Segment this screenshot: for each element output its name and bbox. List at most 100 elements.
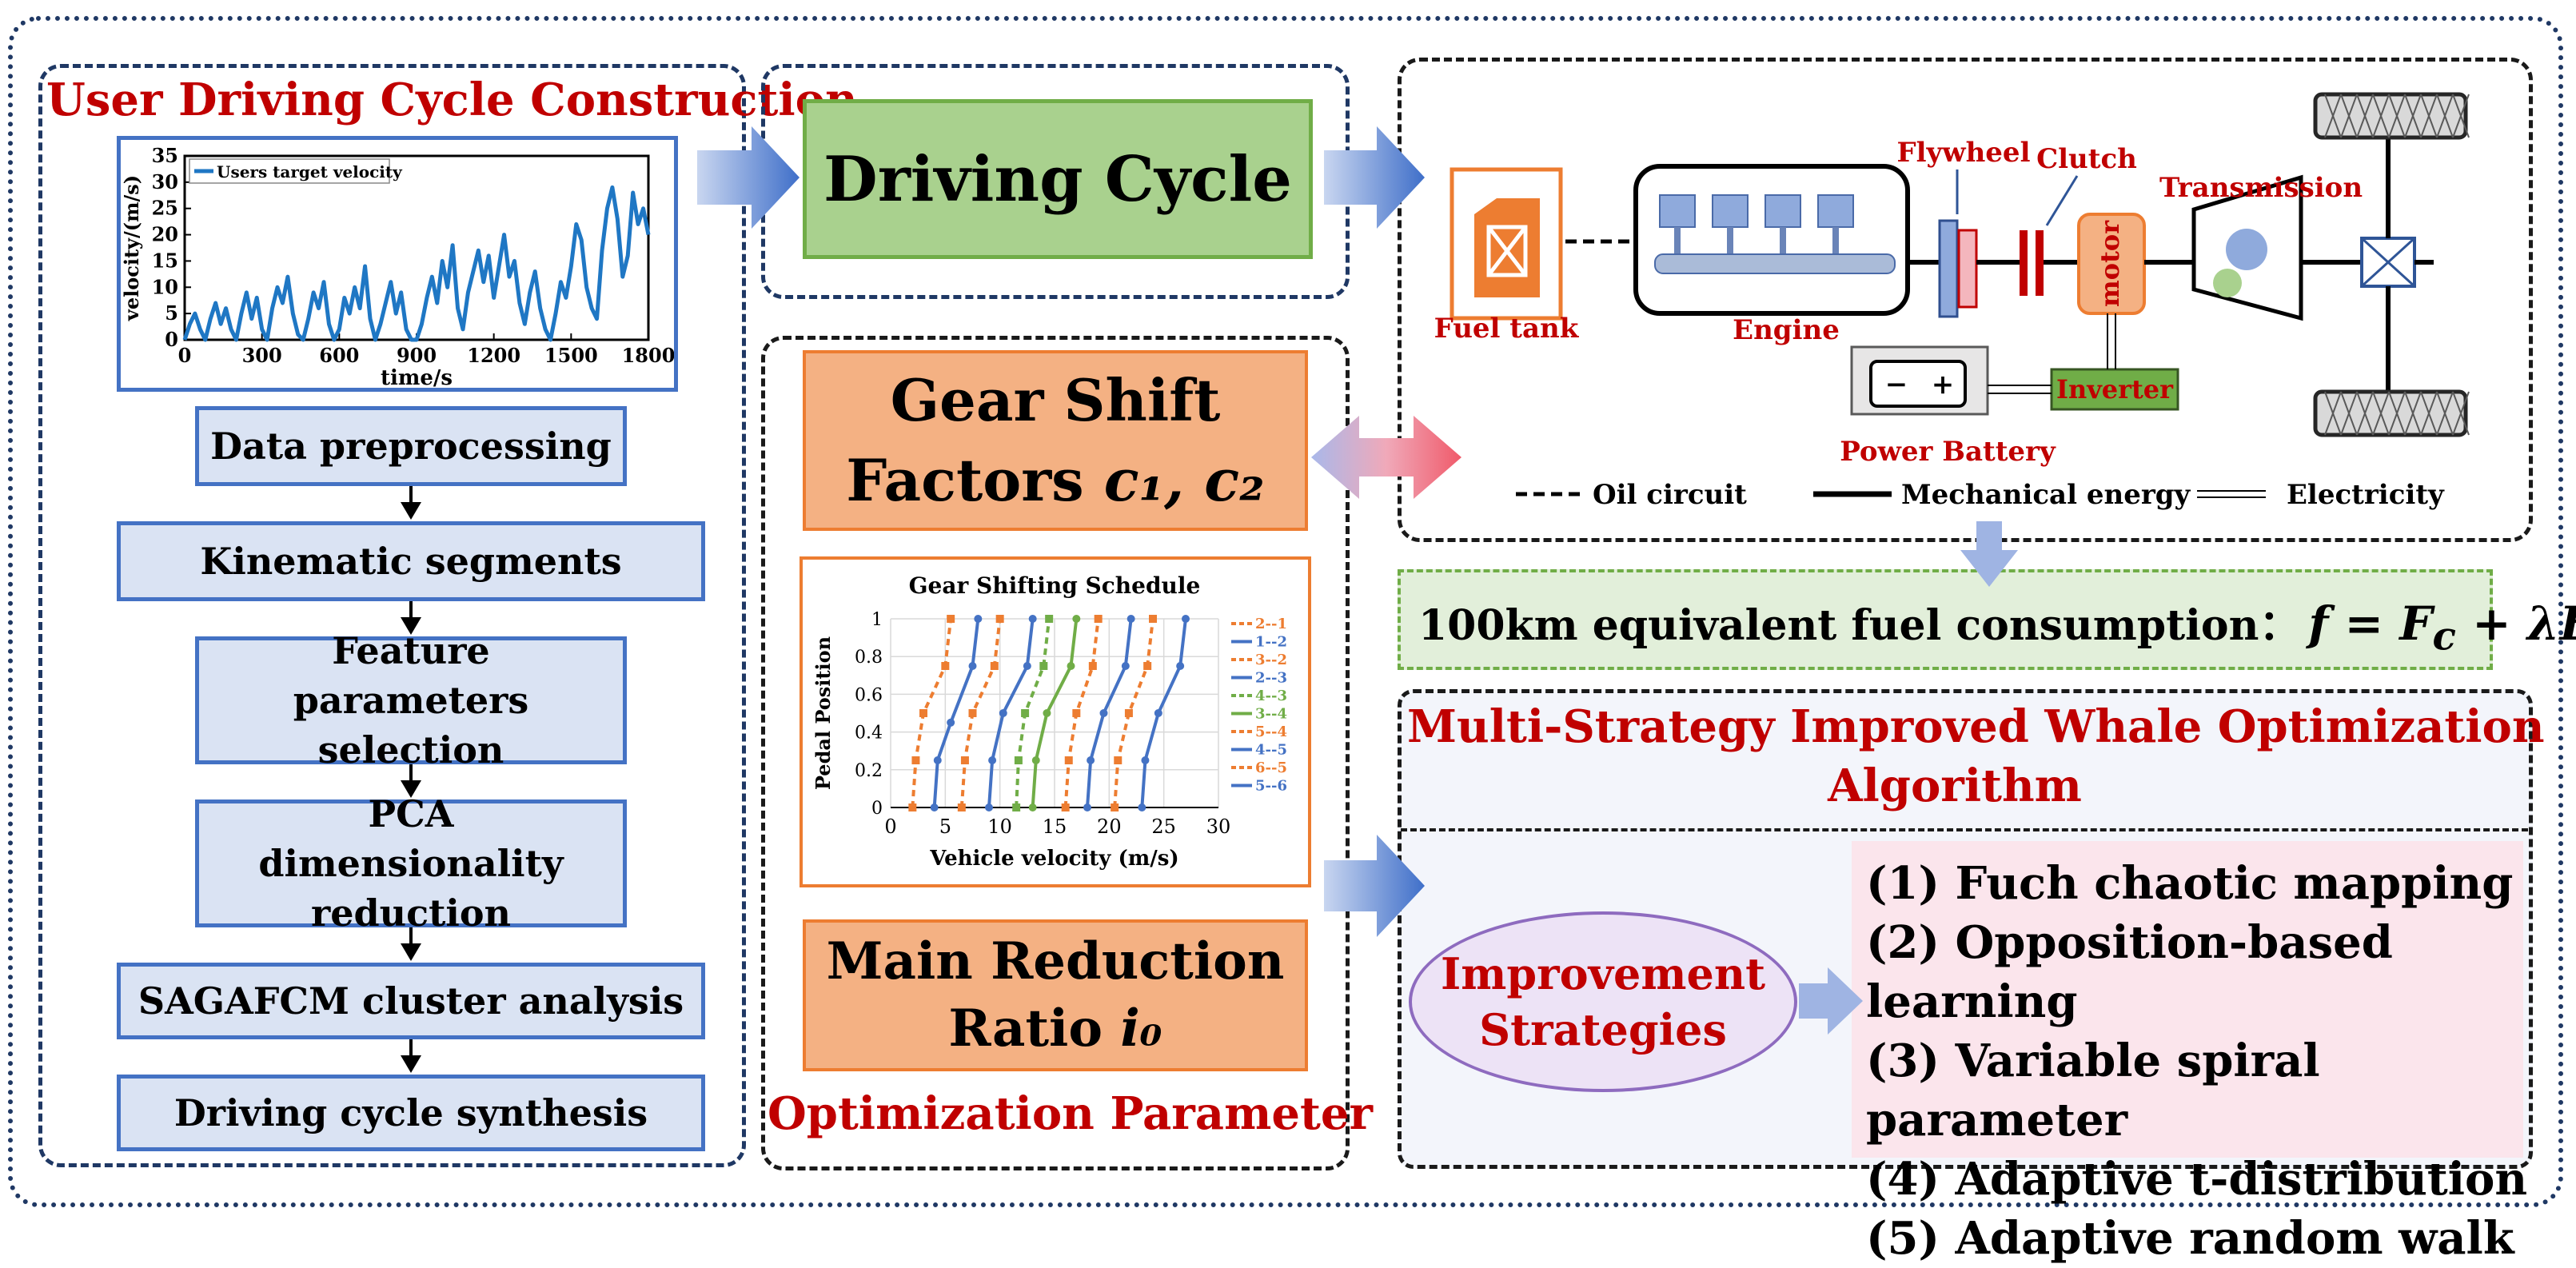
- shift-marker: [990, 662, 999, 670]
- shift-marker: [1124, 709, 1133, 717]
- strategy-item: (4) Adaptive t-distribution: [1866, 1153, 2528, 1206]
- legend-label: 3--2: [1255, 652, 1287, 668]
- clutch-plate: [2036, 230, 2044, 296]
- fuel-equation-text: 100km equivalent fuel consumption：: [1418, 601, 2301, 650]
- gear-shift-line2: Factors c₁, c₂: [846, 441, 1264, 520]
- clutch-label: Clutch: [2036, 143, 2137, 175]
- fuel-can-x: [1486, 225, 1528, 277]
- shift-marker: [960, 756, 969, 764]
- shift-marker: [947, 718, 955, 727]
- y-tick-label: 0.4: [855, 724, 883, 744]
- y-tick-label: 35: [152, 144, 178, 167]
- shift-marker: [1045, 615, 1054, 623]
- arrow-powertrain-to-equation: [1960, 521, 2018, 587]
- tire-tread: [2420, 391, 2438, 436]
- shift-marker: [1094, 615, 1103, 623]
- formula-part: f = F: [2308, 596, 2433, 651]
- y-tick-label: 0: [165, 328, 178, 351]
- legend-elec-label: Electricity: [2287, 479, 2445, 511]
- shift-marker: [1061, 803, 1070, 811]
- inverter-box: [2050, 368, 2179, 411]
- tire-tread: [2340, 94, 2358, 138]
- construction-title: User Driving Cycle Construction: [46, 74, 858, 126]
- shift-marker: [1072, 709, 1081, 717]
- gear-shift-factors-box: Gear Shift Factors c₁, c₂: [803, 350, 1308, 531]
- shift-marker: [1028, 615, 1037, 623]
- x-tick-label: 600: [319, 344, 359, 367]
- flow-line: [409, 927, 413, 945]
- battery-minus: −: [1885, 369, 1908, 401]
- y-tick-label: 15: [152, 249, 178, 272]
- formula-sub: c: [2432, 614, 2456, 660]
- shift-marker: [1099, 709, 1108, 717]
- inverter-label: Inverter: [2056, 374, 2174, 405]
- arrow-optimization-to-woa: [1324, 835, 1425, 937]
- x-tick-label: 20: [1097, 815, 1122, 838]
- strategy-item: (2) Opposition-based learning: [1866, 916, 2393, 1028]
- velocity-line: [182, 185, 651, 342]
- x-tick-label: 30: [1206, 815, 1231, 838]
- tire-tread: [2324, 94, 2342, 138]
- tire-tread: [2324, 391, 2342, 436]
- shift-marker: [1039, 662, 1048, 670]
- shift-marker: [919, 709, 927, 717]
- shift-marker: [1083, 803, 1091, 811]
- tire-tread: [2340, 391, 2358, 436]
- x-tick-label: 5: [939, 815, 951, 838]
- tire-tread: [2452, 391, 2470, 436]
- shift-marker: [985, 803, 993, 811]
- motor-label: motor: [2095, 220, 2125, 307]
- flow-arrow: [401, 617, 421, 635]
- step-data-preprocessing: Data preprocessing: [195, 406, 627, 486]
- shift-marker: [1012, 803, 1021, 811]
- arrow-bidirectional: [1311, 416, 1461, 499]
- tire-tread: [2404, 391, 2422, 436]
- arrow-construction-to-cycle: [697, 126, 800, 229]
- shift-marker: [1154, 709, 1162, 717]
- x-tick-label: 300: [242, 344, 282, 367]
- legend-label: 5--6: [1255, 778, 1287, 795]
- reduction-math: i₀: [1120, 999, 1162, 1059]
- tire-tread: [2388, 391, 2406, 436]
- shift-marker: [1031, 756, 1040, 764]
- fuel-can-x: [1487, 225, 1527, 277]
- shift-marker: [1111, 803, 1119, 811]
- x-tick-label: 1800: [622, 344, 674, 367]
- legend-label: 4--5: [1255, 742, 1287, 759]
- legend-label: 6--5: [1255, 760, 1287, 776]
- tire-tread: [2372, 94, 2390, 138]
- flow-arrow: [401, 502, 421, 520]
- shift-marker: [1021, 709, 1030, 717]
- powertrain-panel: [1398, 58, 2533, 542]
- woa-divider: [1401, 828, 2528, 831]
- y-tick-label: 0.6: [855, 685, 883, 705]
- shift-marker: [995, 615, 1004, 623]
- shift-marker: [1121, 662, 1130, 670]
- reduction-line2: Ratio i₀: [948, 995, 1162, 1063]
- y-tick-label: 5: [165, 301, 178, 325]
- y-axis-label: Pedal Position: [811, 636, 835, 790]
- flow-line: [409, 1039, 413, 1057]
- x-tick-label: 0: [178, 344, 192, 367]
- legend-mech-label: Mechanical energy: [1901, 479, 2191, 511]
- tire-tread: [2356, 94, 2374, 138]
- tire-tread: [2372, 391, 2390, 436]
- arrow-cycle-to-powertrain: [1324, 126, 1425, 229]
- shift-marker: [1028, 803, 1037, 811]
- shift-marker: [968, 709, 977, 717]
- gear-shift-factors-text: Factors: [846, 446, 1104, 514]
- shift-marker: [1143, 662, 1152, 670]
- shift-marker: [1127, 615, 1135, 623]
- shift-marker: [1182, 615, 1190, 623]
- flow-arrows: [697, 126, 2018, 1035]
- battery-icon: [1869, 360, 1967, 408]
- optimization-parameter-label: Optimization Parameter: [768, 1087, 1373, 1140]
- fuel-tank-label: Fuel tank: [1434, 313, 1580, 345]
- legend-label: 2--3: [1255, 670, 1287, 687]
- strategy-item: (1) Fuch chaotic mapping: [1866, 857, 2514, 910]
- formula-part: + λE: [2472, 596, 2576, 651]
- step-sagafcm: SAGAFCM cluster analysis: [117, 963, 705, 1039]
